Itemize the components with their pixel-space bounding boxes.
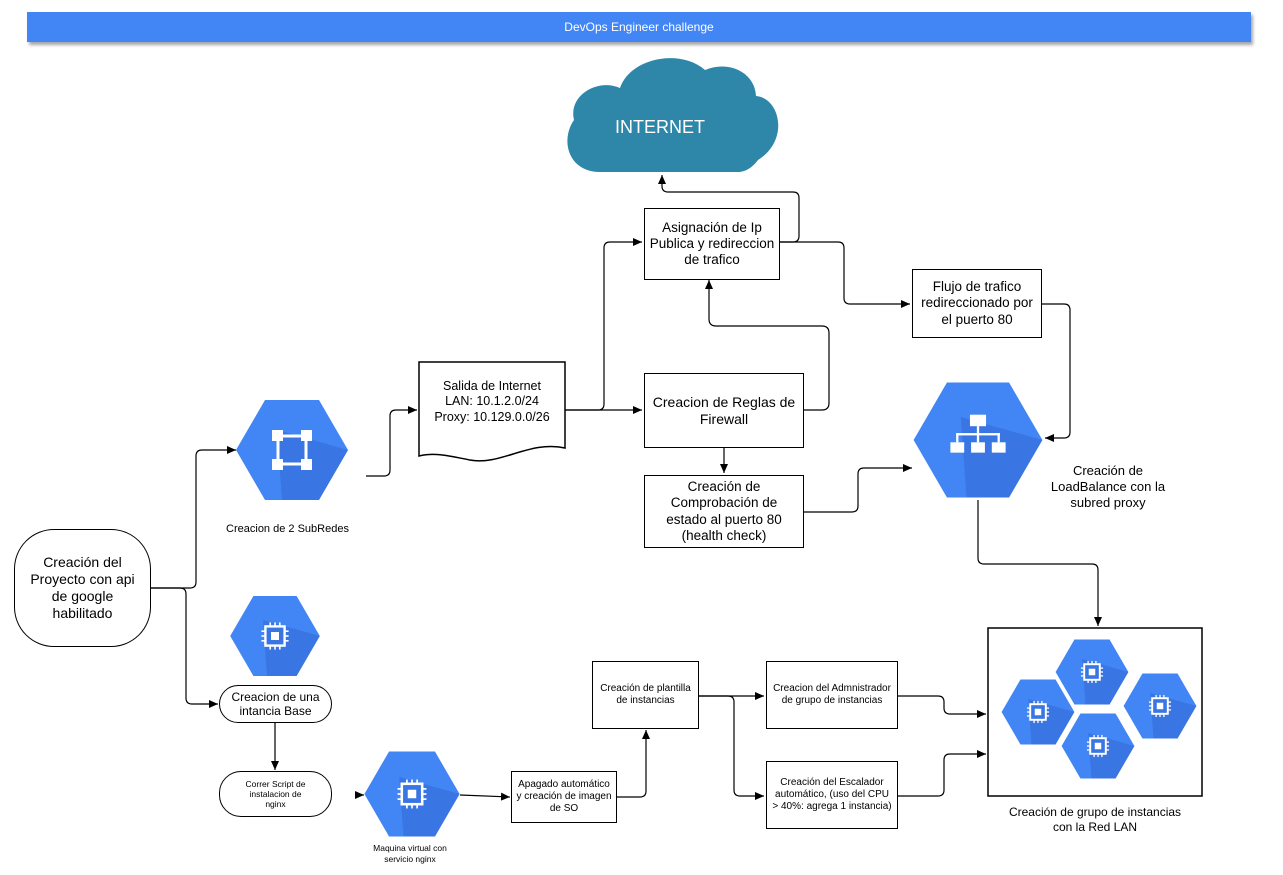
asignacion-label: Asignación de Ip Publica y redireccion d… [649,219,775,268]
compute-vm-nginx-icon [364,751,460,837]
escalador-node: Creación del Escalador automático, (uso … [766,761,898,829]
internet-cloud-icon [567,58,779,172]
script-node: Correr Script de instalacion de nginx [219,771,332,817]
apagado-node: Apagado automático y creación de imagen … [511,771,617,823]
firewall-node: Creacion de Reglas de Firewall [644,373,804,448]
script-label: Correr Script de instalacion de nginx [245,778,306,810]
grupo-label: Creación de grupo de instancias con la R… [1008,805,1182,834]
firewall-label: Creacion de Reglas de Firewall [652,393,796,427]
instancia-base-node: Creacion de una intancia Base [219,685,332,723]
health-check-label: Creación de Comprobación de estado al pu… [666,479,782,543]
asignacion-node: Asignación de Ip Publica y redireccion d… [644,208,780,280]
salida-node: Salida de Internet LAN: 10.1.2.0/24 Prox… [419,376,565,428]
compute-instance-base-icon [230,596,320,676]
salida-line2: LAN: 10.1.2.0/24 [445,394,539,409]
flujo-node: Flujo de trafico redireccionado por el p… [912,269,1042,338]
loadbalance-label: Creación de LoadBalance con la subred pr… [1050,462,1166,511]
plantilla-node: Creación de plantilla de instancias [592,661,699,729]
administrador-label: Creacion del Admnistrador de grupo de in… [773,683,891,706]
subnet-hex-icon [236,400,348,500]
escalador-label: Creación del Escalador automático, (uso … [772,777,892,812]
vm-nginx-label: Maquina virtual con servicio nginx [373,843,447,864]
salida-line1: Salida de Internet [443,378,541,393]
proyecto-label: Creación del Proyecto con api de google … [30,554,135,621]
plantilla-label: Creación de plantilla de instancias [600,683,691,706]
subredes-label: Creacion de 2 SubRedes [226,523,349,536]
internet-label: INTERNET [615,116,705,137]
salida-line3: Proxy: 10.129.0.0/26 [434,409,550,424]
instancia-base-label: Creacion de una intancia Base [231,689,320,718]
proyecto-node: Creación del Proyecto con api de google … [14,529,151,647]
salida-document-shape [418,361,566,462]
load-balancer-icon [913,382,1043,498]
flujo-label: Flujo de trafico redireccionado por el p… [921,279,1033,327]
diagram-title-bar: DevOps Engineer challenge [27,12,1251,42]
diagram-title: DevOps Engineer challenge [564,20,714,34]
apagado-label: Apagado automático y creación de imagen … [516,779,612,814]
health-check-node: Creación de Comprobación de estado al pu… [644,475,804,548]
administrador-node: Creacion del Admnistrador de grupo de in… [766,661,898,729]
